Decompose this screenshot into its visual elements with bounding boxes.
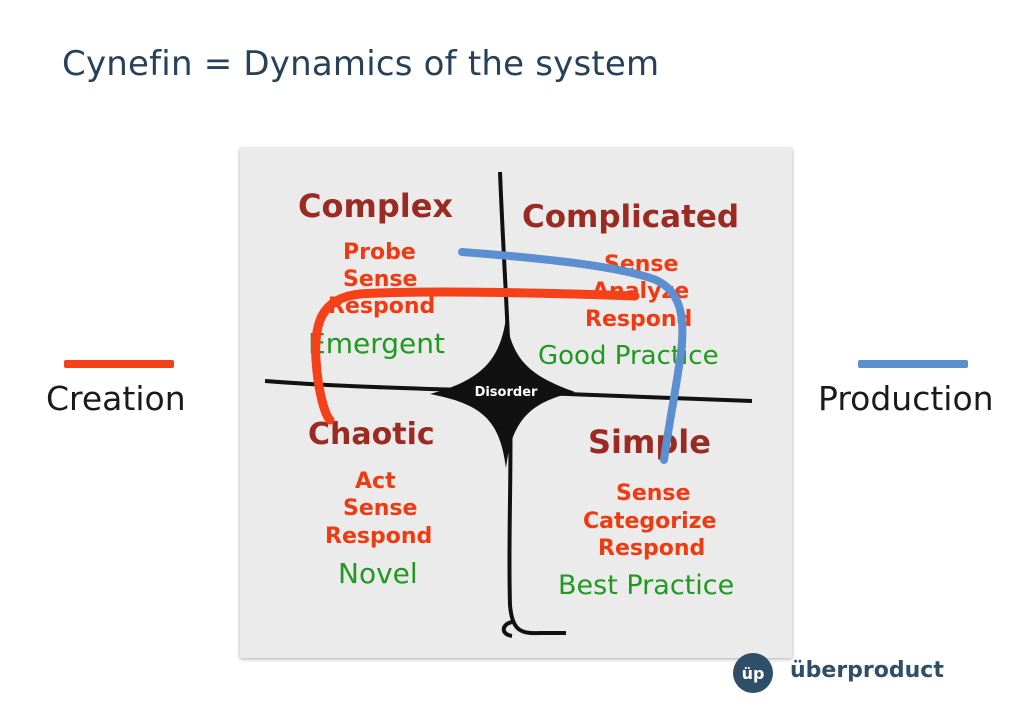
creation-legend-label: Creation xyxy=(46,379,186,418)
complex-action-1: Probe xyxy=(343,240,416,265)
complicated-title: Complicated xyxy=(522,199,739,235)
complex-title: Complex xyxy=(298,187,453,225)
creation-legend-line xyxy=(64,360,174,368)
chaotic-action-2: Sense xyxy=(343,496,417,521)
uberproduct-logo-mark: üp xyxy=(733,653,773,693)
simple-action-1: Sense xyxy=(616,481,690,506)
simple-title: Simple xyxy=(588,423,711,461)
simple-practice: Best Practice xyxy=(558,570,734,601)
simple-action-2: Categorize xyxy=(583,509,716,534)
simple-action-3: Respond xyxy=(598,536,705,561)
disorder-shape xyxy=(430,318,575,468)
chaotic-action-3: Respond xyxy=(325,524,432,549)
production-legend-line xyxy=(858,360,968,368)
complex-practice: Emergent xyxy=(308,327,445,360)
slide-title: Cynefin = Dynamics of the system xyxy=(62,44,660,84)
creation-path xyxy=(311,287,640,425)
hook-end xyxy=(501,620,513,638)
uberproduct-logo-text: überproduct xyxy=(790,658,944,683)
complex-action-2: Sense xyxy=(343,267,417,292)
production-path xyxy=(458,248,687,464)
complicated-action-3: Respond xyxy=(585,307,692,332)
complicated-practice: Good Practice xyxy=(538,341,719,371)
disorder-label: Disorder xyxy=(475,385,538,400)
chaotic-practice: Novel xyxy=(338,557,418,590)
production-legend-label: Production xyxy=(818,379,994,418)
vertical-axis xyxy=(498,171,566,636)
chaotic-action-1: Act xyxy=(355,469,396,494)
